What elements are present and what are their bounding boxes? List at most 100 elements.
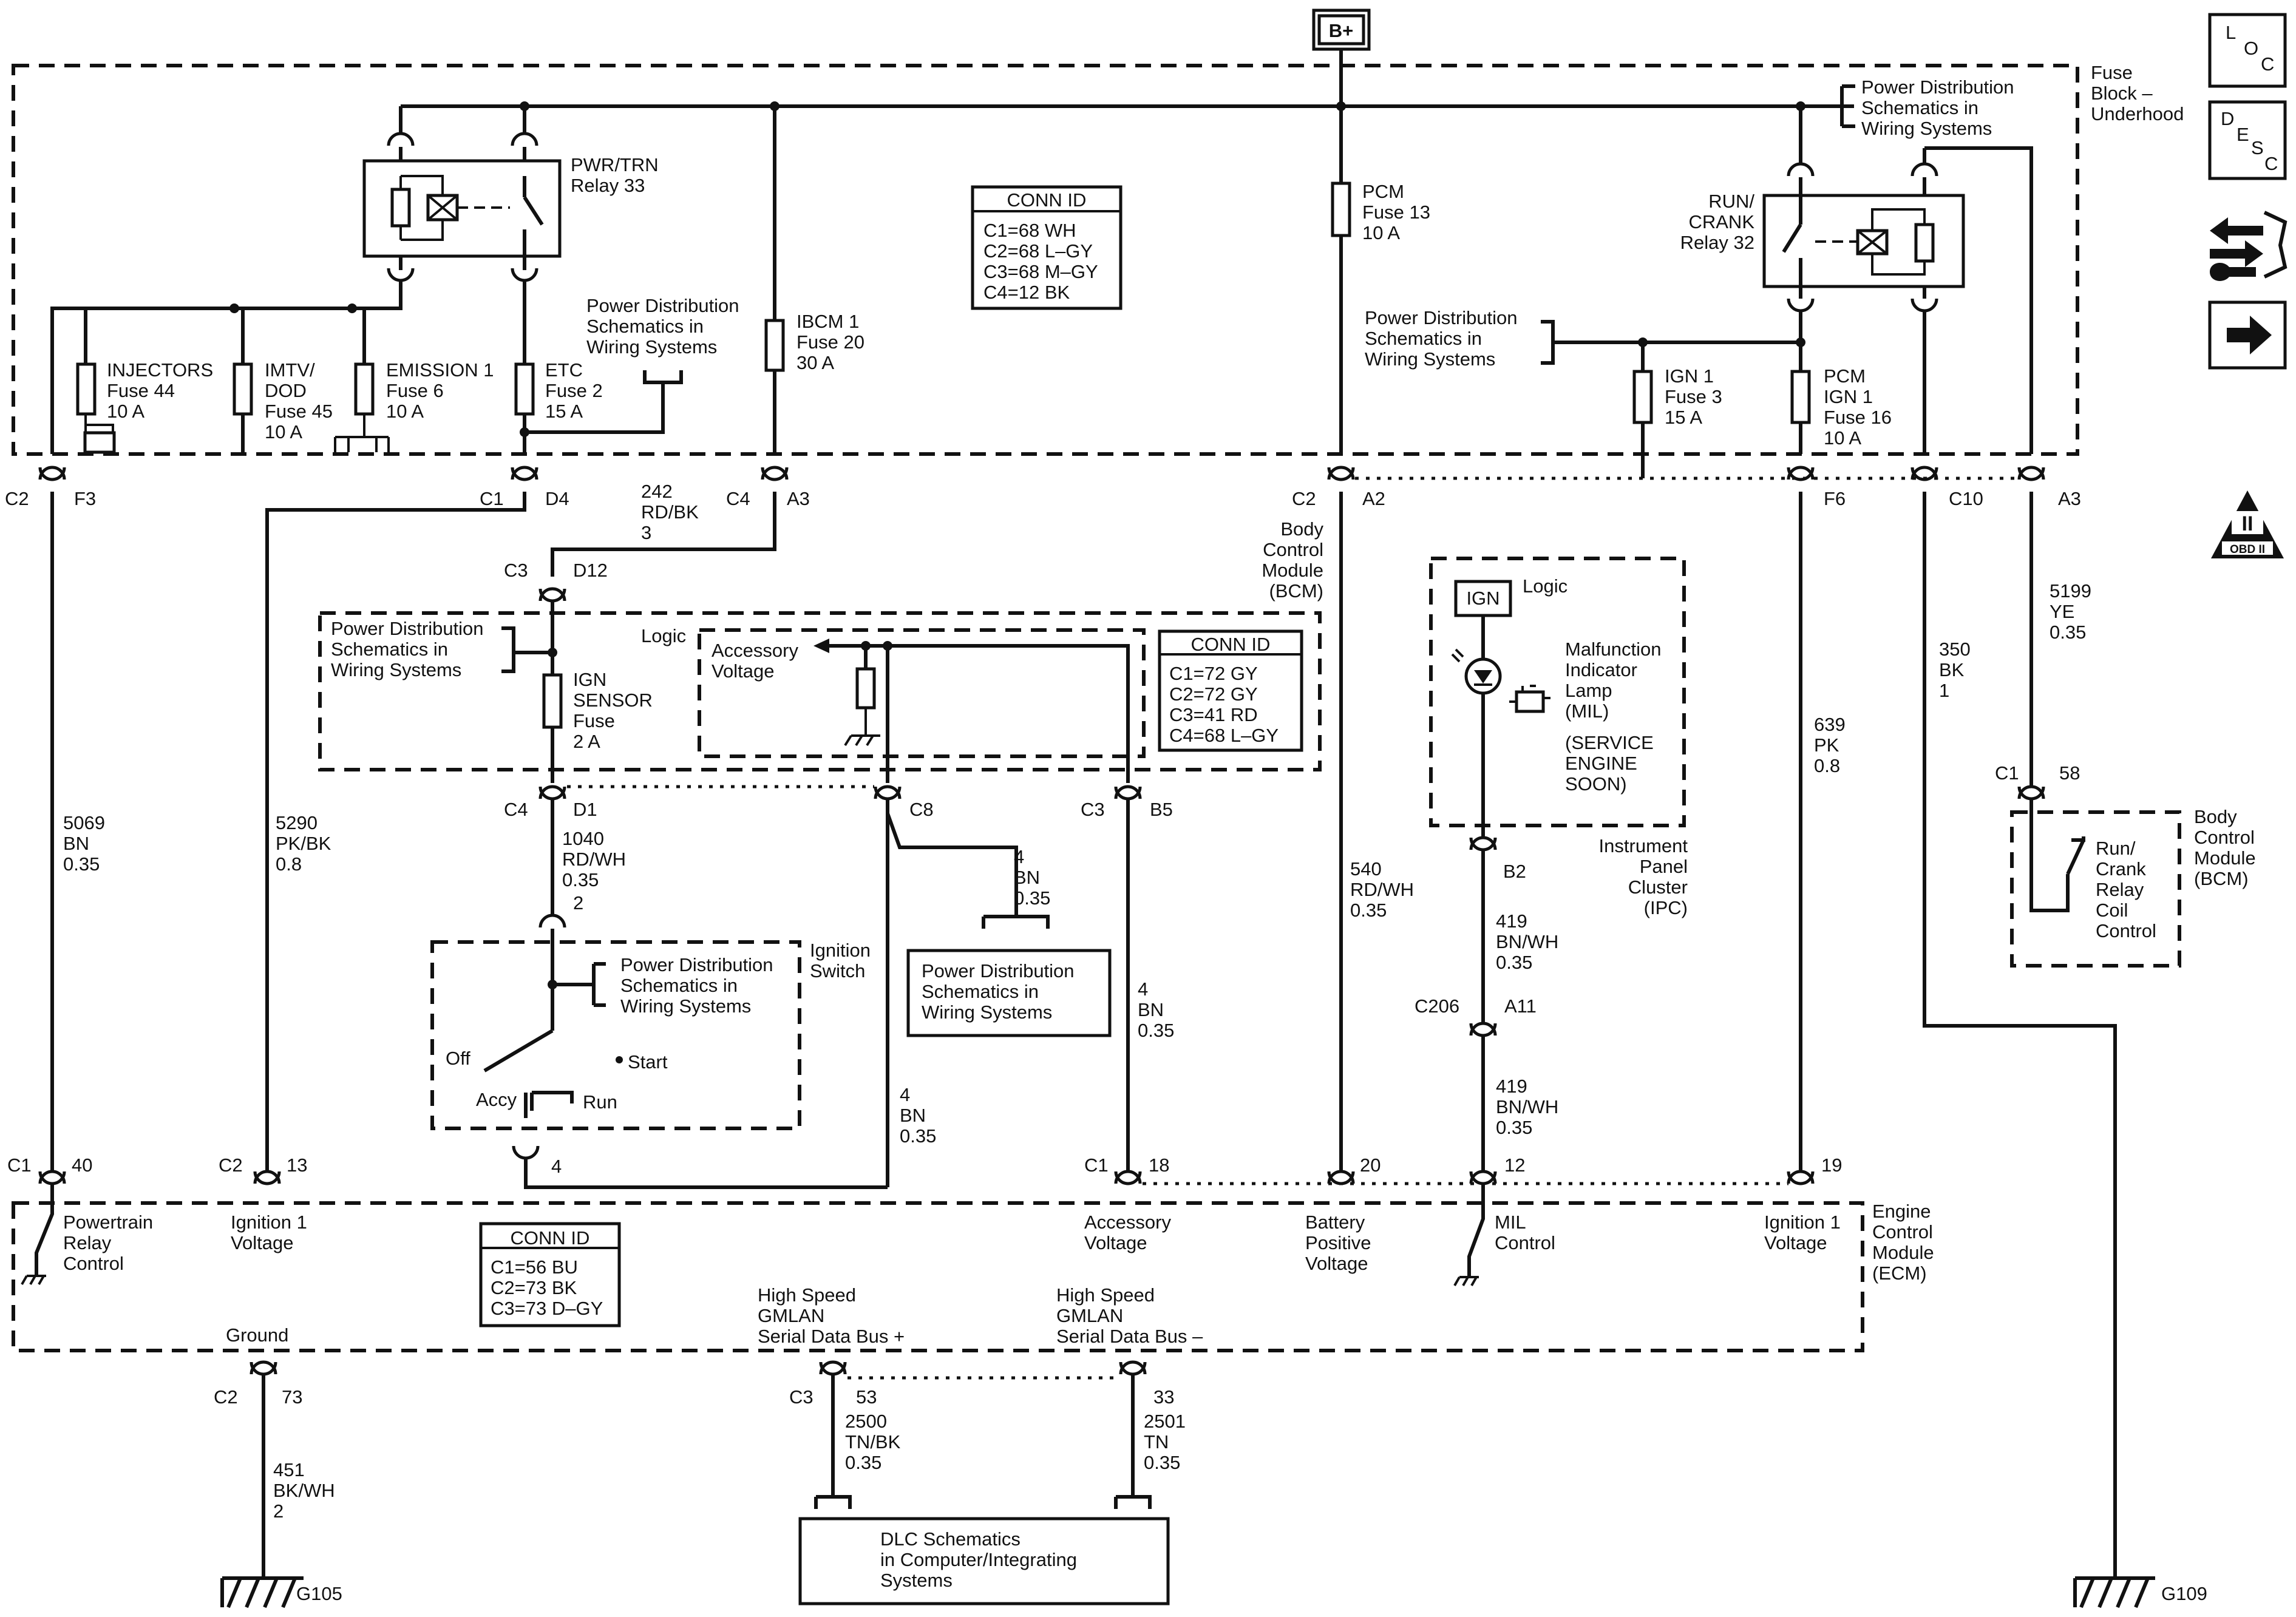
fuse-block-pds-right-1-label: Schematics in bbox=[1365, 328, 1482, 349]
wires-w4bn-b5-1-label: BN bbox=[1138, 999, 1164, 1020]
fuse-block-fuses-emission-1-label: Fuse 6 bbox=[386, 380, 444, 401]
wires-w5199-0-label: 5199 bbox=[2050, 580, 2091, 602]
dlc-1-label: in Computer/Integrating bbox=[880, 1549, 1077, 1570]
fuse-block-pwr-trn-relay-1-label: Relay 33 bbox=[571, 175, 645, 196]
fuse-block-run-crank-relay-1-label: CRANK bbox=[1688, 211, 1754, 232]
bcm-title-3-label: (BCM) bbox=[1269, 580, 1323, 602]
pds-box-2-label: Wiring Systems bbox=[922, 1002, 1052, 1023]
bcm-conn-id-rows-0-label: C1=72 GY bbox=[1169, 663, 1258, 684]
wires-w4bn-sw-0-label: 4 bbox=[900, 1084, 910, 1105]
fuse-block-fuses-emission-0-label: EMISSION 1 bbox=[386, 359, 494, 381]
double-arrow-wrench-icon[interactable] bbox=[2210, 211, 2288, 281]
ecm-title-3-label: (ECM) bbox=[1872, 1263, 1927, 1284]
fuse-block-fuses-etc-1-label: Fuse 2 bbox=[545, 380, 603, 401]
ecm-ign1-left-1-label: Voltage bbox=[231, 1232, 293, 1253]
wires-w4bn-b5-0-label: 4 bbox=[1138, 978, 1148, 1000]
bcm-right-relay-control-0-label: Run/ bbox=[2096, 838, 2136, 859]
bcm-pds-1-label: Schematics in bbox=[331, 639, 448, 660]
connectors-fb-c2-f3-1-label: F3 bbox=[74, 488, 96, 509]
fuse-block-pds-right-2-label: Wiring Systems bbox=[1365, 348, 1495, 370]
connectors-bcm2-c1-58-0-label: C1 bbox=[1995, 762, 2019, 784]
ecm-mil-0-label: MIL bbox=[1495, 1212, 1526, 1233]
ecm-gmlan-plus-2-label: Serial Data Bus + bbox=[758, 1326, 905, 1347]
ground-g109-icon bbox=[2073, 1576, 2155, 1609]
ipc-mil-1-label: Indicator bbox=[1565, 659, 1637, 680]
wires-w1040-0-label: 1040 bbox=[562, 828, 604, 849]
ecm-gmlan-minus-2-label: Serial Data Bus – bbox=[1056, 1326, 1203, 1347]
fuse-block-title-1-label: Block – bbox=[2091, 83, 2153, 104]
ecm-gmlan-minus-0-label: High Speed bbox=[1056, 1284, 1155, 1306]
bcm-ign-sensor-3-label: 2 A bbox=[573, 731, 600, 752]
wires-w1040-1-label: RD/WH bbox=[562, 849, 626, 870]
connectors-bcm-c3-b5-0-label: C3 bbox=[1081, 799, 1105, 820]
bcm-accessory-voltage-0-label: Accessory bbox=[712, 640, 798, 661]
fuse-block-pwr-trn-relay-0-label: PWR/TRN bbox=[571, 154, 659, 175]
conn-id-fuse-block bbox=[971, 185, 1123, 310]
fuse-block-fuses-imtv-3-label: 10 A bbox=[265, 421, 302, 442]
fuse-block-title-2-label: Underhood bbox=[2091, 103, 2184, 124]
desc-icon[interactable]: D E S C bbox=[2208, 100, 2287, 180]
connectors-ecm-c1-18-1-label: 18 bbox=[1149, 1154, 1169, 1176]
fuse-block-conn-id-rows-0-label: C1=68 WH bbox=[983, 220, 1076, 241]
loc-icon[interactable]: L O C bbox=[2208, 13, 2287, 88]
fuse-block-fuses-etc-0-label: ETC bbox=[545, 359, 583, 381]
ecm-battery-0-label: Battery bbox=[1305, 1212, 1365, 1233]
ecm-frame bbox=[12, 1201, 1864, 1352]
battery-source-label: B+ bbox=[1329, 20, 1354, 41]
bcm-ign-sensor-2-label: Fuse bbox=[573, 710, 615, 731]
fuse-block-fuses-ign1-0-label: IGN 1 bbox=[1665, 365, 1714, 387]
bcm-logic-label: Logic bbox=[641, 625, 686, 646]
wires-w451-1-label: BK/WH bbox=[273, 1480, 335, 1501]
ipc-ign-label: IGN bbox=[1466, 588, 1500, 609]
obd-ii-icon: II OBD II bbox=[2211, 490, 2284, 558]
connectors-ecm-c2-73-0-label: C2 bbox=[214, 1386, 238, 1408]
wires-w419b-0-label: 419 bbox=[1496, 1076, 1527, 1097]
connectors-bcm-c4-d1-0-label: C4 bbox=[504, 799, 528, 820]
ecm-title-1-label: Control bbox=[1872, 1221, 1933, 1242]
ipc-mil-3-label: (MIL) bbox=[1565, 700, 1609, 722]
wires-w2500-0-label: 2500 bbox=[845, 1411, 887, 1432]
ground-g105-icon bbox=[220, 1576, 304, 1609]
side-icons-desc-1-label: E bbox=[2237, 124, 2249, 145]
fuse-block-fuses-pcm-ign1-1-label: IGN 1 bbox=[1824, 386, 1873, 407]
ipc-service-0-label: (SERVICE bbox=[1565, 732, 1654, 753]
connectors-ecm-c1-40-0-label: C1 bbox=[7, 1154, 32, 1176]
ecm-conn-id-rows-0-label: C1=56 BU bbox=[491, 1256, 578, 1278]
connectors-c206-1-label: A11 bbox=[1504, 995, 1537, 1017]
ignition-switch-title-0-label: Ignition bbox=[810, 940, 871, 961]
fuse-block-fuses-injectors-1-label: Fuse 44 bbox=[107, 380, 175, 401]
grounds-g105-label: G105 bbox=[296, 1583, 342, 1604]
conn-id-ecm bbox=[479, 1222, 621, 1327]
fuse-block-conn-id-rows-2-label: C3=68 M–GY bbox=[983, 261, 1098, 282]
right-arrow-icon[interactable] bbox=[2208, 300, 2287, 370]
ecm-powertrain-1-label: Relay bbox=[63, 1232, 112, 1253]
wires-w5069-0-label: 5069 bbox=[63, 812, 105, 833]
fuse-block-fuses-emission-2-label: 10 A bbox=[386, 401, 424, 422]
wires-w2501-2-label: 0.35 bbox=[1144, 1452, 1180, 1473]
fuse-block-fuses-imtv-0-label: IMTV/ bbox=[265, 359, 315, 381]
bcm-accessory-voltage-1-label: Voltage bbox=[712, 660, 774, 682]
ecm-title-2-label: Module bbox=[1872, 1242, 1934, 1263]
side-icons-desc-3-label: C bbox=[2264, 153, 2278, 174]
fuse-block-pds-top-0-label: Power Distribution bbox=[1861, 76, 2014, 98]
bcm-pds-2-label: Wiring Systems bbox=[331, 659, 461, 680]
fuse-block-connectors bbox=[38, 466, 2045, 481]
connectors-bcm-c8-label: C8 bbox=[909, 799, 934, 820]
fuse-block-pds-right-0-label: Power Distribution bbox=[1365, 307, 1518, 328]
side-icons-obd-label: OBD II bbox=[2230, 543, 2265, 556]
connectors-bcm-c3-d12-0-label: C3 bbox=[504, 560, 528, 581]
wires-w419a-0-label: 419 bbox=[1496, 910, 1527, 932]
fuse-block-pds-top-1-label: Schematics in bbox=[1861, 97, 1978, 118]
ipc-title-3-label: (IPC) bbox=[1644, 897, 1688, 918]
wires-w419b-1-label: BN/WH bbox=[1496, 1096, 1558, 1117]
wires-w242-0-label: 242 bbox=[641, 481, 673, 502]
ignition-switch-title-1-label: Switch bbox=[810, 960, 865, 981]
fuse-block-fuses-pcm-ign1-3-label: 10 A bbox=[1824, 427, 1861, 449]
bcm-logic-frame bbox=[698, 628, 1146, 758]
ignition-switch-start-label: Start bbox=[628, 1051, 668, 1073]
conn-id-bcm bbox=[1158, 629, 1303, 752]
pds-box-1-label: Schematics in bbox=[922, 981, 1039, 1002]
side-icons-desc-2-label: S bbox=[2251, 137, 2264, 158]
fuse-block-frame bbox=[12, 64, 2079, 456]
